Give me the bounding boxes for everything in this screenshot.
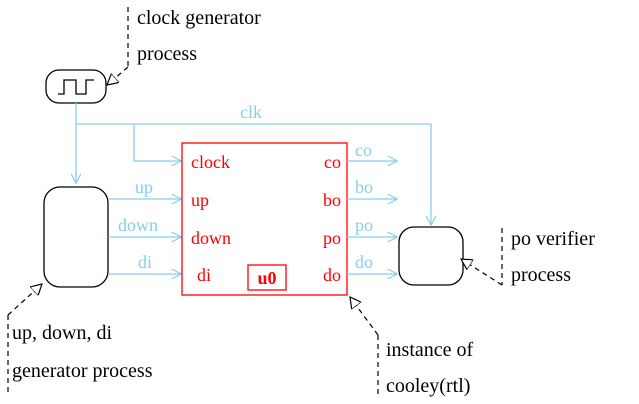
verifier-annotation-pointer [461,259,503,286]
port-di: di [197,265,211,285]
clk-label: clk [240,102,262,122]
port-up: up [191,190,209,210]
po-verifier-process-box [398,226,464,286]
generator-annotation-line1: up, down, di [12,322,112,344]
port-po: po [323,228,341,248]
instance-name-label: u0 [257,268,276,288]
clock-annotation-line2: process [137,43,197,65]
clock-annotation-line1: clock generator [137,7,261,29]
signal-bo-label: bo [355,177,373,197]
generator-annotation-line2: generator process [12,360,153,382]
input-generator-process-box [43,186,109,288]
signal-po-label: po [355,215,373,235]
instance-annotation-line2: cooley(rtl) [386,375,470,397]
signal-co-label: co [355,140,372,160]
instance-annotation-line1: instance of [386,339,474,361]
signal-down-label: down [118,215,158,235]
generator-annotation-pointer [7,284,42,316]
clock-annotation-pointer [107,66,129,85]
clk-wire-instance [133,124,181,161]
signal-di-label: di [138,252,152,272]
port-down: down [191,228,231,248]
port-co: co [324,152,341,172]
instance-annotation-pointer [350,297,379,336]
signal-up-label: up [135,177,153,197]
port-clock: clock [191,152,230,172]
verifier-annotation-line2: process [511,264,571,286]
clock-waveform-icon [58,79,94,95]
port-bo: bo [323,190,341,210]
clk-wire-main [76,123,431,225]
instance-name-box [247,264,287,291]
verifier-annotation-line1: po verifier [511,228,595,250]
port-do: do [323,265,341,285]
signal-do-label: do [355,252,373,272]
